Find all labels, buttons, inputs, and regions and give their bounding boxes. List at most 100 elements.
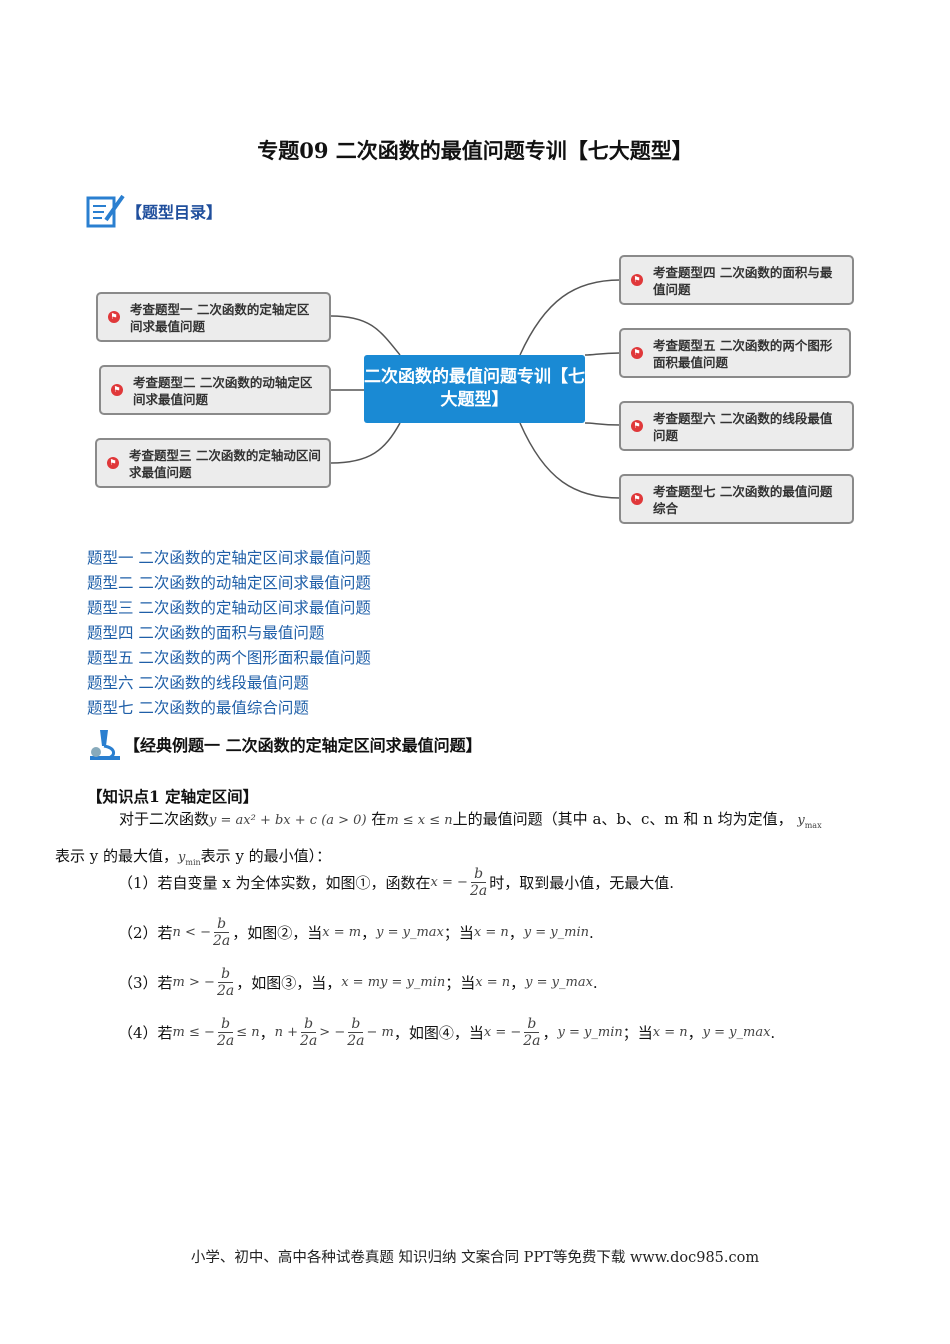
mindmap-node-type4[interactable]: ⚑考查题型四 二次函数的面积与最值问题 (619, 255, 854, 305)
intro-paragraph: 对于二次函数y = ax² + bx + c (a > 0) 在m ≤ x ≤ … (55, 804, 867, 878)
text-segment: . (588, 923, 594, 942)
text-segment: y = y_max (702, 1025, 771, 1040)
catalog-label: 【题型目录】 (126, 203, 223, 222)
toc-link[interactable]: 题型六 二次函数的线段最值问题 (87, 674, 309, 692)
toc-link[interactable]: 题型一 二次函数的定轴定区间求最值问题 (87, 549, 371, 567)
text-segment: ， (259, 1024, 275, 1042)
text-segment: ，如图②，当 (232, 924, 323, 942)
text-segment: x = m (322, 925, 362, 940)
catalog-heading: 【题型目录】 (86, 192, 222, 230)
text-segment: min (185, 858, 201, 867)
text-segment: 2a (523, 1033, 541, 1049)
text-segment: ， (542, 1024, 558, 1042)
mindmap-node-type2[interactable]: ⚑ 考查题型二 二次函数的动轴定区间求最值问题 (99, 365, 331, 415)
text-segment: n < − (172, 925, 211, 940)
mindmap-center-node[interactable]: 二次函数的最值问题专训【七大题型】 (364, 355, 585, 423)
text-segment: 2a (212, 933, 231, 949)
text-segment: b (218, 1016, 234, 1033)
node-label: 考查题型四 二次函数的面积与最值问题 (653, 265, 833, 297)
microscope-icon (90, 730, 120, 760)
text-segment: ，如图④，当 (393, 1024, 484, 1042)
text-segment: 2a (347, 1033, 365, 1049)
text-segment: x = m (341, 975, 381, 990)
text-segment: ，如图③，当， (236, 974, 342, 992)
node-label: 考查题型三 二次函数的定轴动区间求最值问题 (129, 448, 321, 480)
text: 上的最值问题（其中 a、b、c、m 和 n 均为定值， (452, 810, 793, 828)
node-label: 考查题型七 二次函数的最值问题综合 (653, 484, 833, 516)
mindmap-node-type1[interactable]: ⚑ 考查题型一 二次函数的定轴定区间求最值问题 (96, 292, 331, 342)
text-segment: ；当 (445, 974, 476, 992)
text-segment: ≤ n (236, 1025, 260, 1040)
page-title: 专题09 二次函数的最值问题专训【七大题型】 (257, 138, 693, 163)
text-segment: y = y_min (557, 1025, 623, 1040)
mindmap-connectors (330, 279, 621, 499)
text-segment: x = n (652, 1025, 688, 1040)
text-segment: max (804, 821, 822, 830)
formula: y = ax² + bx + c (a > 0) (209, 813, 367, 828)
toc-link[interactable]: 题型二 二次函数的动轴定区间求最值问题 (87, 574, 371, 592)
text-segment: y = y_min (380, 975, 446, 990)
page-footer: 小学、初中、高中各种试卷真题 知识归纳 文案合同 PPT等免费下载 www.do… (190, 1250, 760, 1266)
text-segment: x = n (473, 925, 509, 940)
text-segment: （3）若 (118, 974, 173, 992)
mindmap-node-type6[interactable]: ⚑考查题型六 二次函数的线段最值问题 (619, 401, 854, 451)
text-segment: y = y_max (525, 975, 593, 990)
toc-link[interactable]: 题型五 二次函数的两个图形面积最值问题 (87, 649, 371, 667)
toc-link[interactable]: 题型三 二次函数的定轴动区间求最值问题 (87, 599, 371, 617)
ymin-symbol: ymin (178, 850, 201, 867)
text-segment: ， (687, 1024, 703, 1042)
text-segment: x = − (483, 1025, 522, 1040)
example-heading: 【经典例题一 二次函数的定轴定区间求最值问题】 (86, 726, 482, 762)
flag-icon: ⚑ (631, 347, 643, 359)
node-label: 考查题型一 二次函数的定轴定区间求最值问题 (130, 302, 310, 334)
text-segment: ；当 (622, 1024, 653, 1042)
text-segment: 2a (216, 1033, 235, 1049)
text-segment: y (178, 850, 186, 865)
mindmap-node-type7[interactable]: ⚑ 考查题型七 二次函数的最值问题综合 (619, 474, 854, 524)
text-segment: . (592, 973, 598, 992)
node-label: 考查题型五 二次函数的两个图形面积最值问题 (653, 338, 833, 370)
text-segment: （2）若 (118, 924, 173, 942)
flag-icon: ⚑ (631, 420, 643, 432)
text-segment: − m (366, 1025, 394, 1040)
formula: m ≤ x ≤ n (386, 813, 453, 828)
mindmap-node-type3[interactable]: ⚑考查题型三 二次函数的定轴动区间求最值问题 (95, 438, 331, 488)
knowledge-title: 【知识点1 定轴定区间】 (87, 787, 259, 806)
text-segment: b (214, 916, 230, 933)
text-segment: m > − (172, 975, 215, 990)
flag-icon: ⚑ (631, 493, 643, 505)
mindmap-node-type5[interactable]: ⚑ 考查题型五 二次函数的两个图形面积最值问题 (619, 328, 851, 378)
toc-link[interactable]: 题型七 二次函数的最值综合问题 (87, 699, 309, 717)
text-segment: y = y_max (376, 925, 444, 940)
text-segment: b (471, 866, 487, 883)
toc-link[interactable]: 题型四 二次函数的面积与最值问题 (87, 624, 325, 642)
text-segment: ， (508, 924, 524, 942)
text: 对于二次函数 (119, 810, 210, 828)
text-segment: 2a (469, 883, 488, 899)
text-segment: y (797, 813, 805, 828)
ymax-symbol: ymax (797, 813, 822, 830)
flag-icon: ⚑ (108, 311, 120, 323)
text-segment: ， (361, 924, 377, 942)
text-segment: b (524, 1016, 540, 1033)
toc-list: 题型一 二次函数的定轴定区间求最值问题 题型二 二次函数的动轴定区间求最值问题 … (87, 546, 371, 721)
text: 在 (371, 810, 387, 828)
node-label: 考查题型二 二次函数的动轴定区间求最值问题 (133, 375, 313, 407)
text-segment: b (348, 1016, 364, 1033)
text-segment: n + (274, 1025, 299, 1040)
text-segment: . (770, 1023, 776, 1042)
text-segment: （4）若 (118, 1024, 173, 1042)
text-segment: > − (319, 1025, 346, 1040)
flag-icon: ⚑ (111, 384, 123, 396)
text-segment: ；当 (443, 924, 474, 942)
